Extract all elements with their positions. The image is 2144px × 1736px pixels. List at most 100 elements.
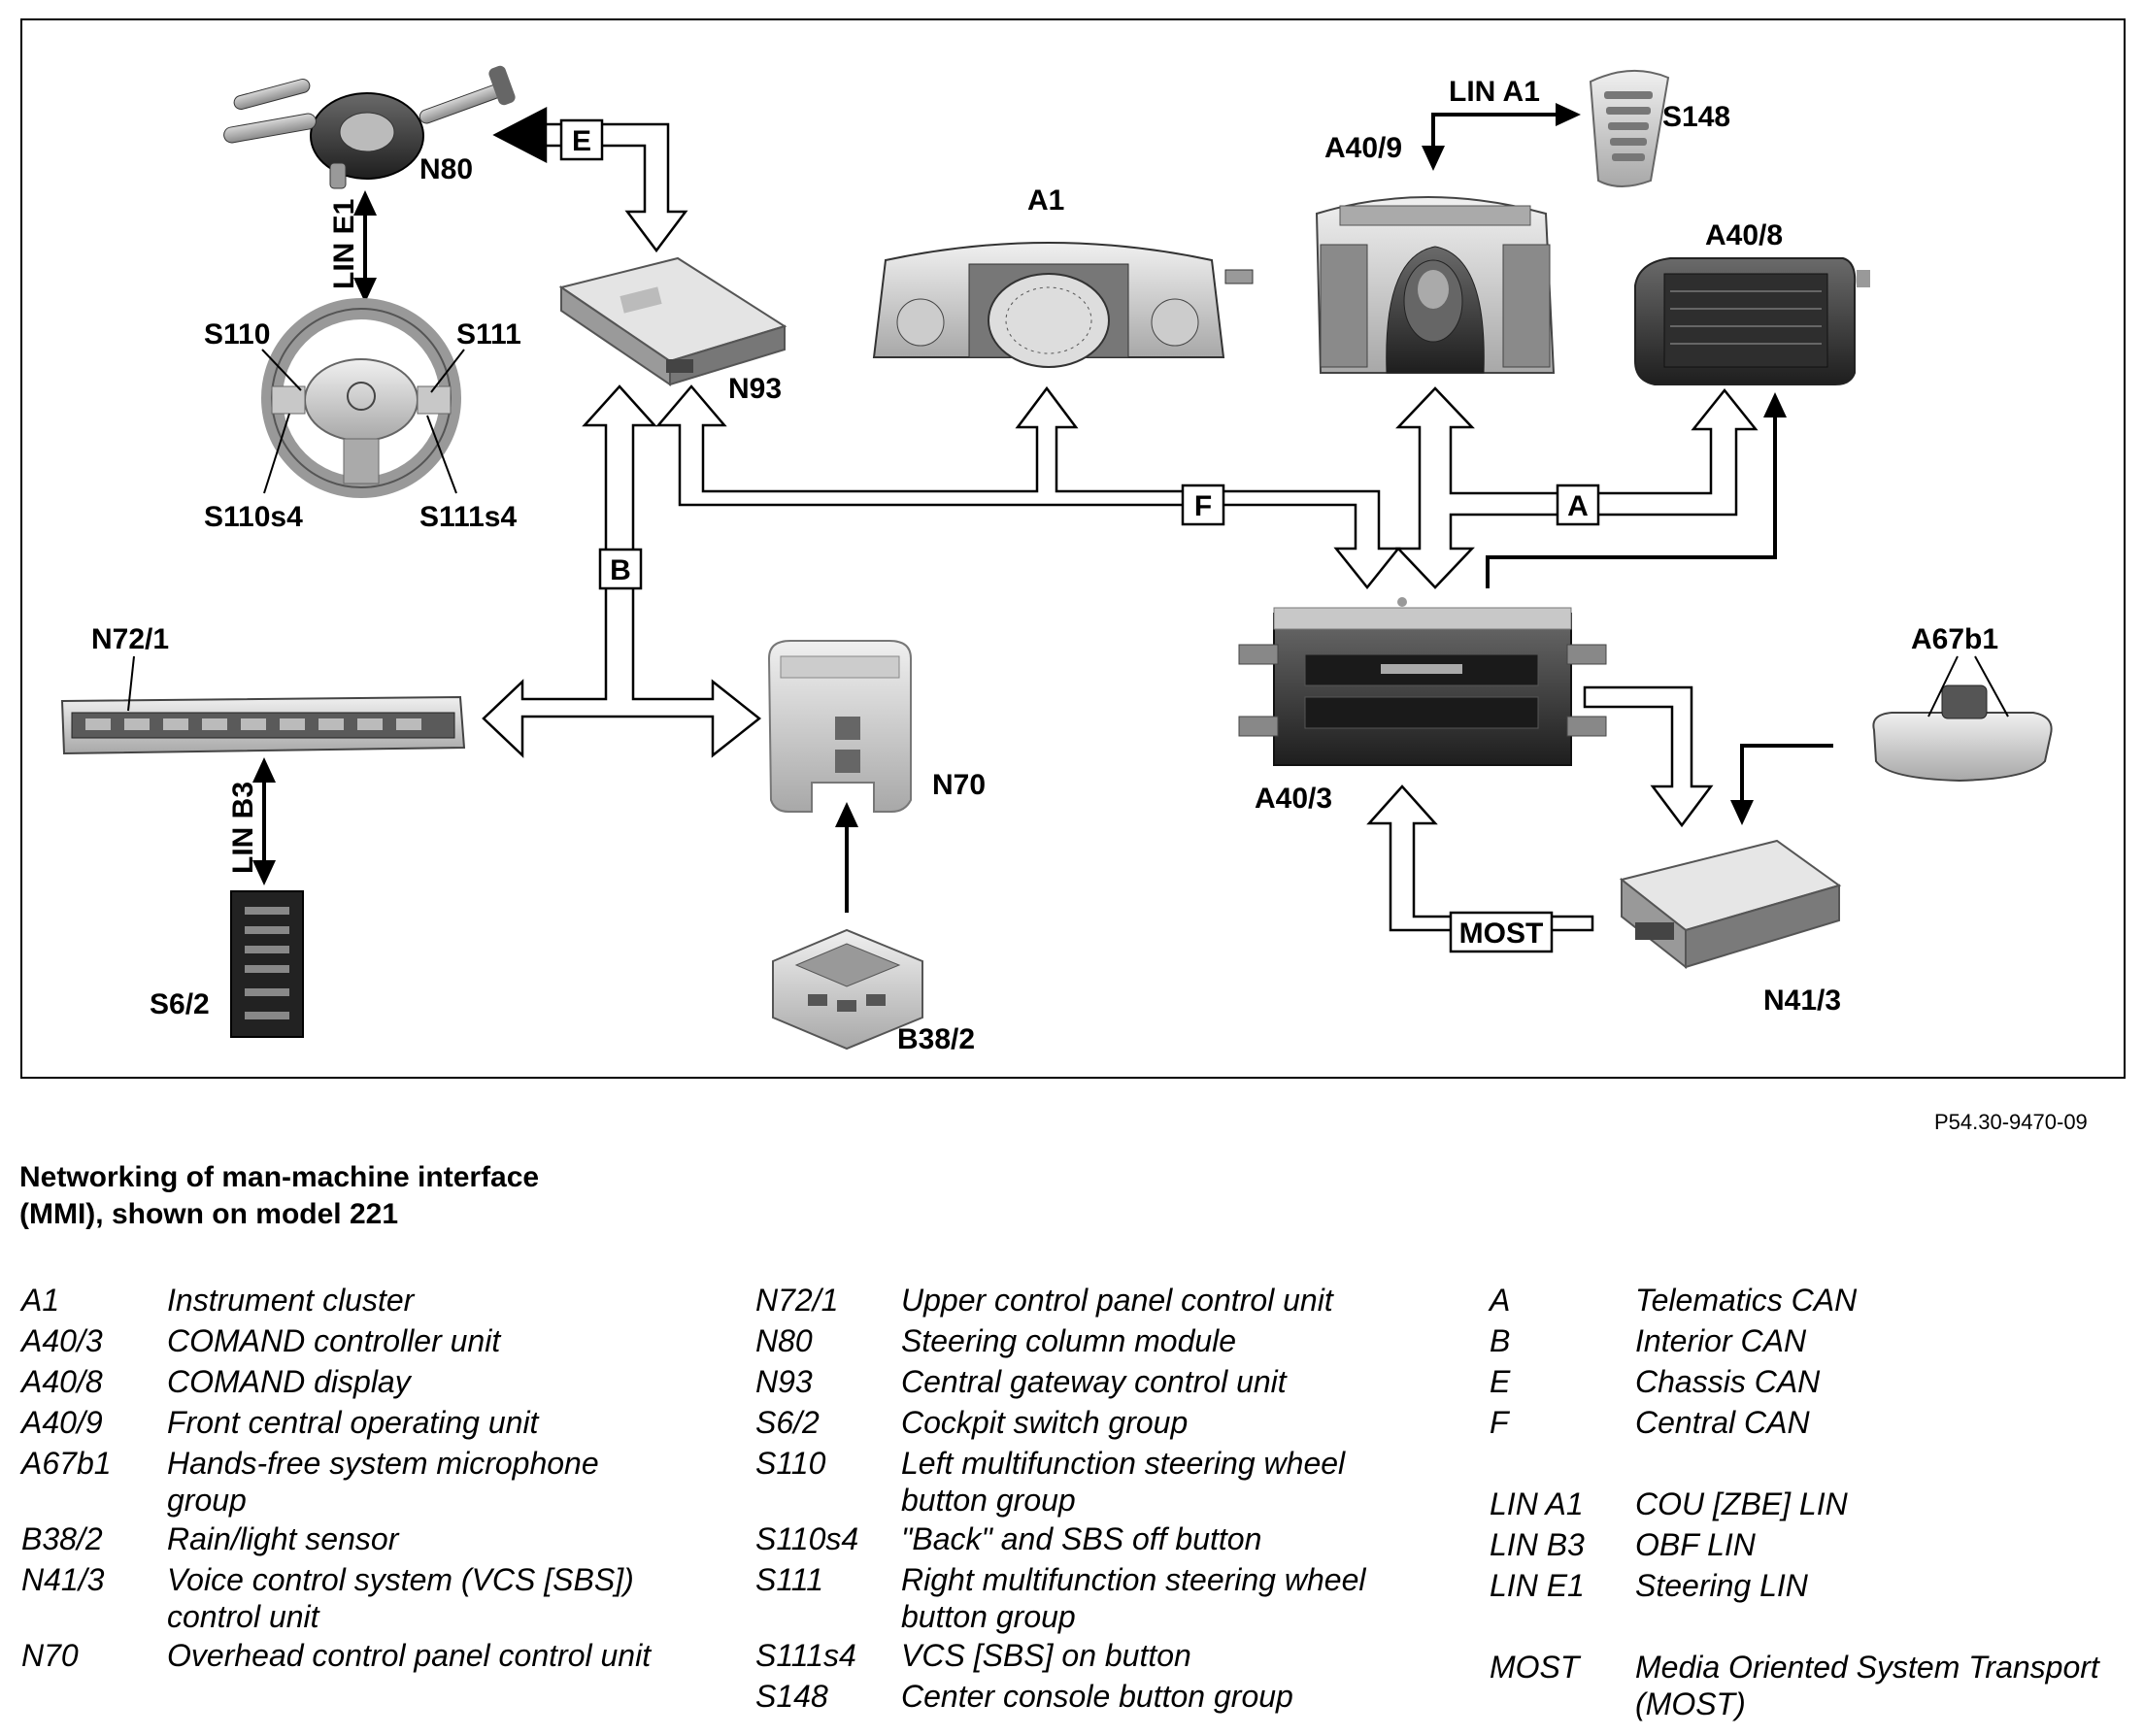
caption-line-2: (MMI), shown on model 221 xyxy=(19,1198,399,1230)
lin-e1-arrow-bottom xyxy=(353,278,377,303)
n41-3-label: N41/3 xyxy=(1763,985,1841,1017)
legend-row: A40/8 COMAND display xyxy=(21,1361,701,1402)
legend-code: A40/8 xyxy=(21,1364,103,1399)
legend-desc: Central CAN xyxy=(1635,1405,1810,1440)
n72-1-label: N72/1 xyxy=(91,623,169,655)
steering-wheel-leader-lines xyxy=(261,349,465,494)
caption-line-1: Networking of man-machine interface xyxy=(19,1161,540,1193)
a1-instrument-cluster-icon xyxy=(872,242,1254,368)
network-diagram: E B F A MOST LIN E1 LIN B3 LIN A1 N80 xyxy=(20,18,2126,1079)
legend-desc: COMAND controller unit xyxy=(167,1323,501,1358)
legend-row: N80 Steering column module xyxy=(755,1320,1455,1361)
bus-label-boxes: E B F A MOST xyxy=(559,118,1600,953)
legend-desc: COMAND display xyxy=(167,1364,411,1399)
legend-desc: Media Oriented System Transport (MOST) xyxy=(1635,1650,2099,1721)
s111-label: S111 xyxy=(456,318,521,351)
legend-code: S6/2 xyxy=(755,1405,820,1440)
legend-code: S111s4 xyxy=(755,1638,856,1673)
s6-2-cockpit-switch-icon xyxy=(230,890,304,1038)
n93-central-gateway-icon xyxy=(558,256,787,386)
n72-1-upper-control-panel-icon xyxy=(60,695,466,755)
n80-label: N80 xyxy=(419,153,473,185)
legend-code: S111 xyxy=(755,1562,823,1597)
legend-row: MOST Media Oriented System Transport (MOS… xyxy=(1490,1647,2130,1722)
legend-code: A67b1 xyxy=(21,1446,112,1481)
legend-code: N80 xyxy=(755,1323,813,1358)
legend-desc: Central gateway control unit xyxy=(901,1364,1287,1399)
legend-code: N70 xyxy=(21,1638,79,1673)
legend-row: S111s4 VCS [SBS] on button xyxy=(755,1635,1455,1676)
a67b1-label: A67b1 xyxy=(1911,623,1998,655)
lin-e1-label: LIN E1 xyxy=(328,199,360,289)
a40-3-label: A40/3 xyxy=(1255,783,1332,815)
legend-desc: Right multifunction steering wheel butto… xyxy=(901,1562,1366,1634)
legend-desc: Upper control panel control unit xyxy=(901,1283,1333,1318)
s6-2-label: S6/2 xyxy=(150,988,210,1020)
figure-caption: Networking of man-machine interface (MMI… xyxy=(19,1159,539,1233)
lin-e1-arrow-top xyxy=(353,190,377,216)
b38-arrow-up xyxy=(835,802,858,827)
legend-desc: Instrument cluster xyxy=(167,1283,415,1318)
bus-f-line xyxy=(655,384,1401,590)
legend-code: E xyxy=(1490,1364,1511,1399)
legend-desc: VCS [SBS] on button xyxy=(901,1638,1191,1673)
lin-a1-label: LIN A1 xyxy=(1449,76,1540,108)
n41-3-vcs-control-unit-icon xyxy=(1619,839,1842,970)
bus-most-line xyxy=(1366,785,1594,932)
legend-code: LIN A1 xyxy=(1490,1486,1584,1521)
figure-id: P54.30-9470-09 xyxy=(1934,1110,2088,1134)
legend-code: LIN E1 xyxy=(1490,1568,1585,1603)
steering-wheel-icon xyxy=(261,298,461,498)
bus-a403-n413-line xyxy=(1583,685,1714,828)
bus-a-line xyxy=(1395,386,1759,589)
legend-row: S110s4"Back" and SBS off button xyxy=(755,1519,1455,1559)
a67b1-n413-line xyxy=(1740,744,1833,810)
legend-code: MOST xyxy=(1490,1650,1580,1685)
a403-a408-line xyxy=(1486,406,1777,588)
legend-code: A40/9 xyxy=(21,1405,103,1440)
legend-desc: Steering column module xyxy=(901,1323,1237,1358)
legend-desc: Overhead control panel control unit xyxy=(167,1638,652,1673)
legend-code: LIN B3 xyxy=(1490,1527,1585,1562)
legend-desc: Chassis CAN xyxy=(1635,1364,1821,1399)
a67b1-microphone-mirror-icon xyxy=(1872,684,2053,783)
legend-gap xyxy=(1490,1443,2130,1484)
s110-label: S110 xyxy=(204,318,270,351)
bus-e-arrow-n80 xyxy=(492,106,548,164)
legend-code: S110 xyxy=(755,1446,826,1481)
lin-lines xyxy=(262,113,1833,913)
s111s4-label: S111s4 xyxy=(419,501,517,533)
s148-label: S148 xyxy=(1662,101,1730,133)
bus-a-box xyxy=(1556,484,1600,526)
bus-b-label: B xyxy=(610,554,631,586)
a40-3-comand-controller-icon xyxy=(1238,597,1607,766)
a67b1-arrow-down xyxy=(1730,800,1754,825)
bus-e-label: E xyxy=(572,125,591,157)
n80-steering-column-module-icon xyxy=(223,65,516,189)
a40-9-front-operating-unit-icon xyxy=(1315,196,1556,374)
legend-code: B xyxy=(1490,1323,1511,1358)
legend-row: E Chassis CAN xyxy=(1490,1361,2130,1402)
legend-gap xyxy=(1490,1606,2130,1647)
legend-desc: Steering LIN xyxy=(1635,1568,1808,1603)
s110s4-label: S110s4 xyxy=(204,501,303,533)
legend-desc: Voice control system (VCS [SBS]) control… xyxy=(167,1562,634,1634)
bus-f-label: F xyxy=(1194,490,1212,522)
n93-label: N93 xyxy=(728,373,782,405)
n72-1-leader-line xyxy=(127,655,135,712)
